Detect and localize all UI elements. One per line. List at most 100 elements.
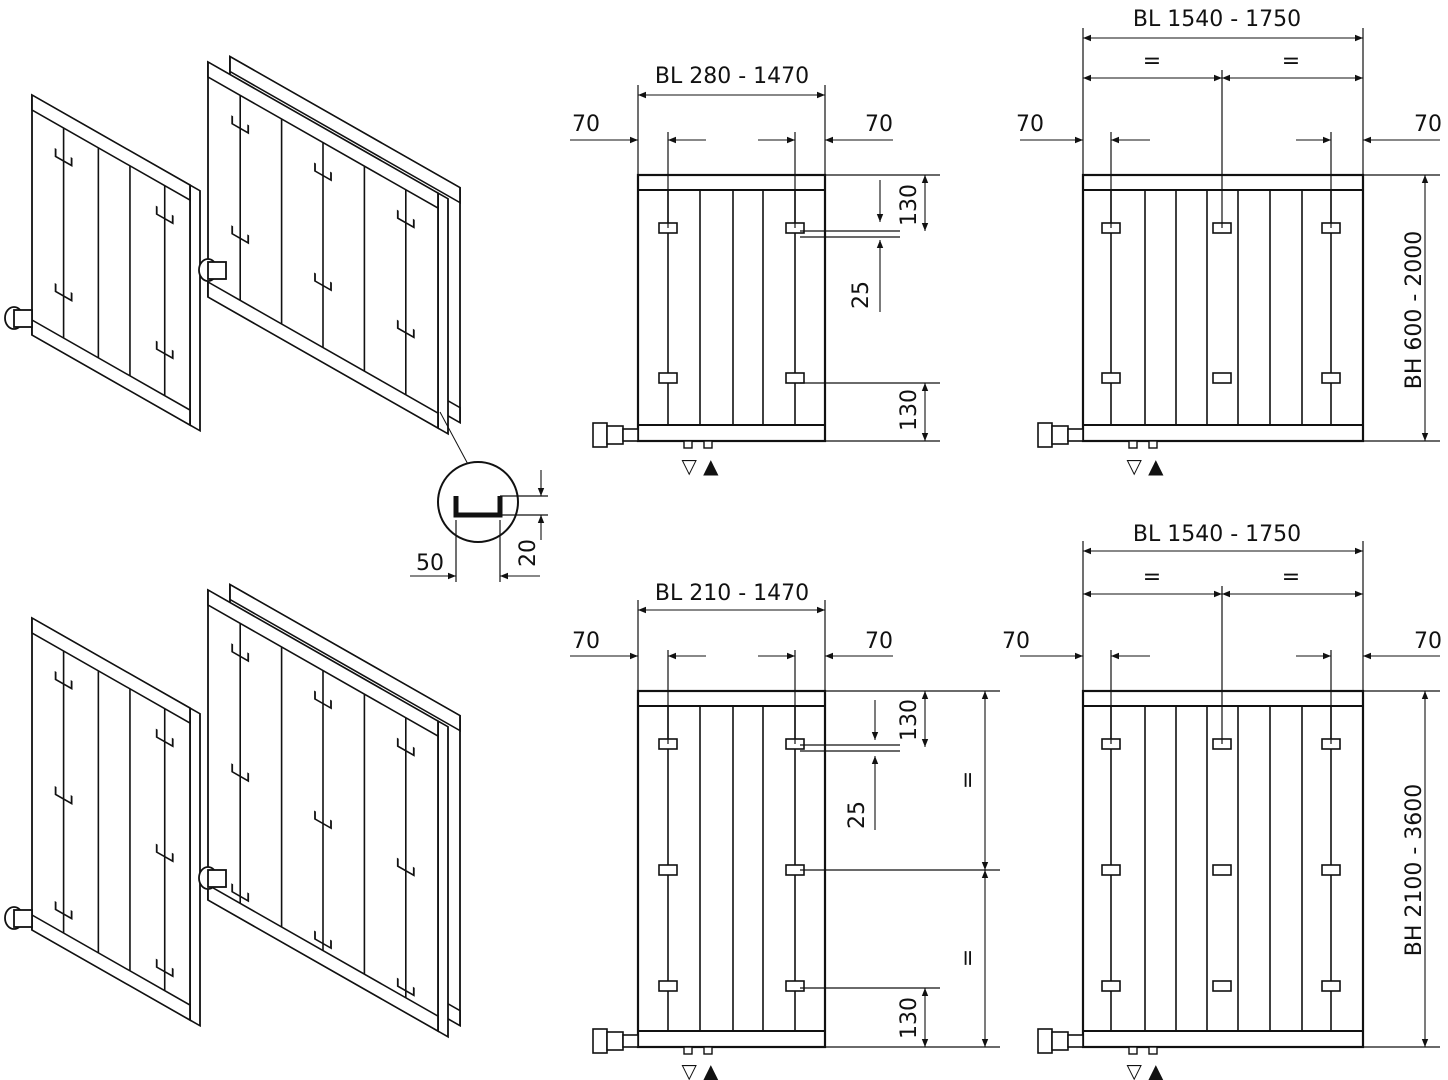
top-small-top-dim: 130 — [897, 184, 922, 226]
top-small-front-view — [592, 173, 827, 449]
top-small-flow-symbols: ▽ ▲ — [681, 454, 719, 478]
bottom-small-bottom-dim: 130 — [897, 997, 922, 1039]
iso-top-large-wall-bracket — [314, 162, 332, 182]
iso-top-large-wall-bracket — [314, 272, 332, 292]
bottom-large-wall-bracket — [1212, 864, 1232, 876]
iso-top-large-wall-bracket — [396, 319, 415, 339]
valve-body — [13, 909, 33, 928]
bottom-small-front-view — [592, 689, 827, 1055]
profile-width-label: 50 — [416, 551, 444, 576]
bottom-small-wall-bracket — [785, 980, 805, 992]
bottom-large-right-offset: 70 — [1414, 629, 1442, 654]
thermostat-valve-icon — [198, 258, 227, 282]
iso-bottom-small-wall-bracket — [54, 785, 73, 805]
top-small-width-label: BL 280 - 1470 — [655, 64, 809, 89]
thermostat-valve-icon — [4, 306, 33, 330]
iso-bottom-large-wall-bracket — [231, 643, 250, 663]
top-large-panel-outline — [1081, 173, 1365, 443]
iso-top-large-bottom-header — [207, 280, 439, 430]
bottom-large-connector — [1148, 1046, 1158, 1055]
iso-bottom-large-top-header — [207, 588, 439, 738]
top-small-gap-dim: 25 — [849, 281, 874, 309]
iso-top-large-top-header — [207, 60, 439, 210]
top-small-left-offset: 70 — [572, 112, 600, 137]
top-large-half-right: = — [1282, 49, 1300, 74]
iso-top-small-isometric-view — [31, 93, 201, 433]
top-large-wall-bracket — [1101, 372, 1121, 384]
top-large-connector — [1148, 440, 1158, 449]
profile-detail-circle — [437, 461, 519, 543]
iso-bottom-large-bottom-header — [207, 883, 439, 1033]
valve-body — [13, 309, 33, 328]
iso-top-large-wall-bracket — [231, 225, 250, 245]
top-small-connector — [703, 440, 713, 449]
iso-top-small-side-face — [189, 183, 201, 433]
iso-bottom-small-top-header — [31, 616, 191, 725]
top-small-valve-body-icon — [606, 425, 624, 445]
iso-top-large-side-face — [437, 191, 449, 436]
thermostat-valve-icon — [4, 906, 33, 930]
top-large-height-label: BH 600 - 2000 — [1402, 231, 1427, 390]
bottom-small-width-label: BL 210 - 1470 — [655, 581, 809, 606]
bottom-large-connector — [1128, 1046, 1138, 1055]
bottom-large-wall-bracket — [1212, 980, 1232, 992]
bottom-small-left-offset: 70 — [572, 629, 600, 654]
iso-top-small-wall-bracket — [54, 147, 73, 167]
bottom-large-width-label: BL 1540 - 1750 — [1133, 522, 1301, 547]
iso-bottom-small-wall-bracket — [155, 843, 174, 863]
top-large-wall-bracket — [1321, 372, 1341, 384]
bottom-small-valve-body-icon — [606, 1031, 624, 1051]
iso-bottom-large-wall-bracket — [396, 737, 415, 757]
bottom-small-connector — [703, 1046, 713, 1055]
bottom-large-valve-nut-icon — [1067, 1034, 1084, 1048]
iso-top-small-top-header — [31, 93, 191, 202]
bottom-small-valve-nut-icon — [622, 1034, 639, 1048]
iso-bottom-large-wall-bracket — [396, 857, 415, 877]
drawing-geometry — [4, 28, 1440, 1055]
top-small-valve-cap-icon — [592, 422, 608, 448]
iso-bottom-large-rear-top-header — [229, 583, 461, 733]
top-small-right-offset: 70 — [865, 112, 893, 137]
bottom-large-left-offset: 70 — [1002, 629, 1030, 654]
top-small-wall-bracket — [658, 372, 678, 384]
bottom-large-wall-bracket — [1321, 980, 1341, 992]
iso-top-large-wall-bracket — [231, 115, 250, 135]
iso-bottom-small-wall-bracket — [54, 670, 73, 690]
iso-bottom-large-wall-bracket — [314, 810, 332, 830]
profile-u-channel — [453, 496, 503, 518]
iso-bottom-large-wall-bracket — [231, 883, 250, 903]
iso-bottom-large-isometric-view — [207, 583, 461, 1039]
iso-top-large-rear-top-header — [229, 55, 461, 205]
bottom-large-valve-body-icon — [1051, 1031, 1069, 1051]
bottom-small-wall-bracket — [658, 864, 678, 876]
iso-bottom-small-side-face — [189, 706, 201, 1028]
bottom-small-flow-symbols: ▽ ▲ — [681, 1059, 719, 1080]
top-large-connector — [1128, 440, 1138, 449]
bottom-small-upper-equal: = — [956, 771, 981, 789]
top-large-flow-symbols: ▽ ▲ — [1126, 454, 1164, 478]
detail-leader-line — [439, 411, 471, 469]
bottom-small-right-offset: 70 — [865, 629, 893, 654]
iso-top-large-wall-bracket — [396, 209, 415, 229]
top-small-wall-bracket — [785, 372, 805, 384]
profile-height-label: 20 — [516, 539, 541, 567]
thermostat-valve-icon — [198, 866, 227, 890]
iso-bottom-small-wall-bracket — [54, 900, 73, 920]
iso-bottom-small-isometric-view — [31, 616, 201, 1028]
top-small-bottom-dim: 130 — [897, 389, 922, 431]
top-large-front-view — [1037, 173, 1365, 449]
iso-bottom-large-side-face — [437, 719, 449, 1039]
bottom-large-flow-symbols: ▽ ▲ — [1126, 1059, 1164, 1080]
iso-top-small-wall-bracket — [155, 205, 174, 225]
top-small-valve-nut-icon — [622, 428, 639, 442]
bottom-large-half-right: = — [1282, 565, 1300, 590]
iso-top-large-isometric-view — [207, 55, 461, 436]
iso-bottom-large-wall-bracket — [231, 763, 250, 783]
top-large-right-offset: 70 — [1414, 112, 1442, 137]
iso-top-small-wall-bracket — [54, 282, 73, 302]
bottom-small-gap-dim: 25 — [845, 801, 870, 829]
top-large-left-offset: 70 — [1016, 112, 1044, 137]
top-small-panel-outline — [636, 173, 827, 443]
bottom-large-wall-bracket — [1101, 980, 1121, 992]
